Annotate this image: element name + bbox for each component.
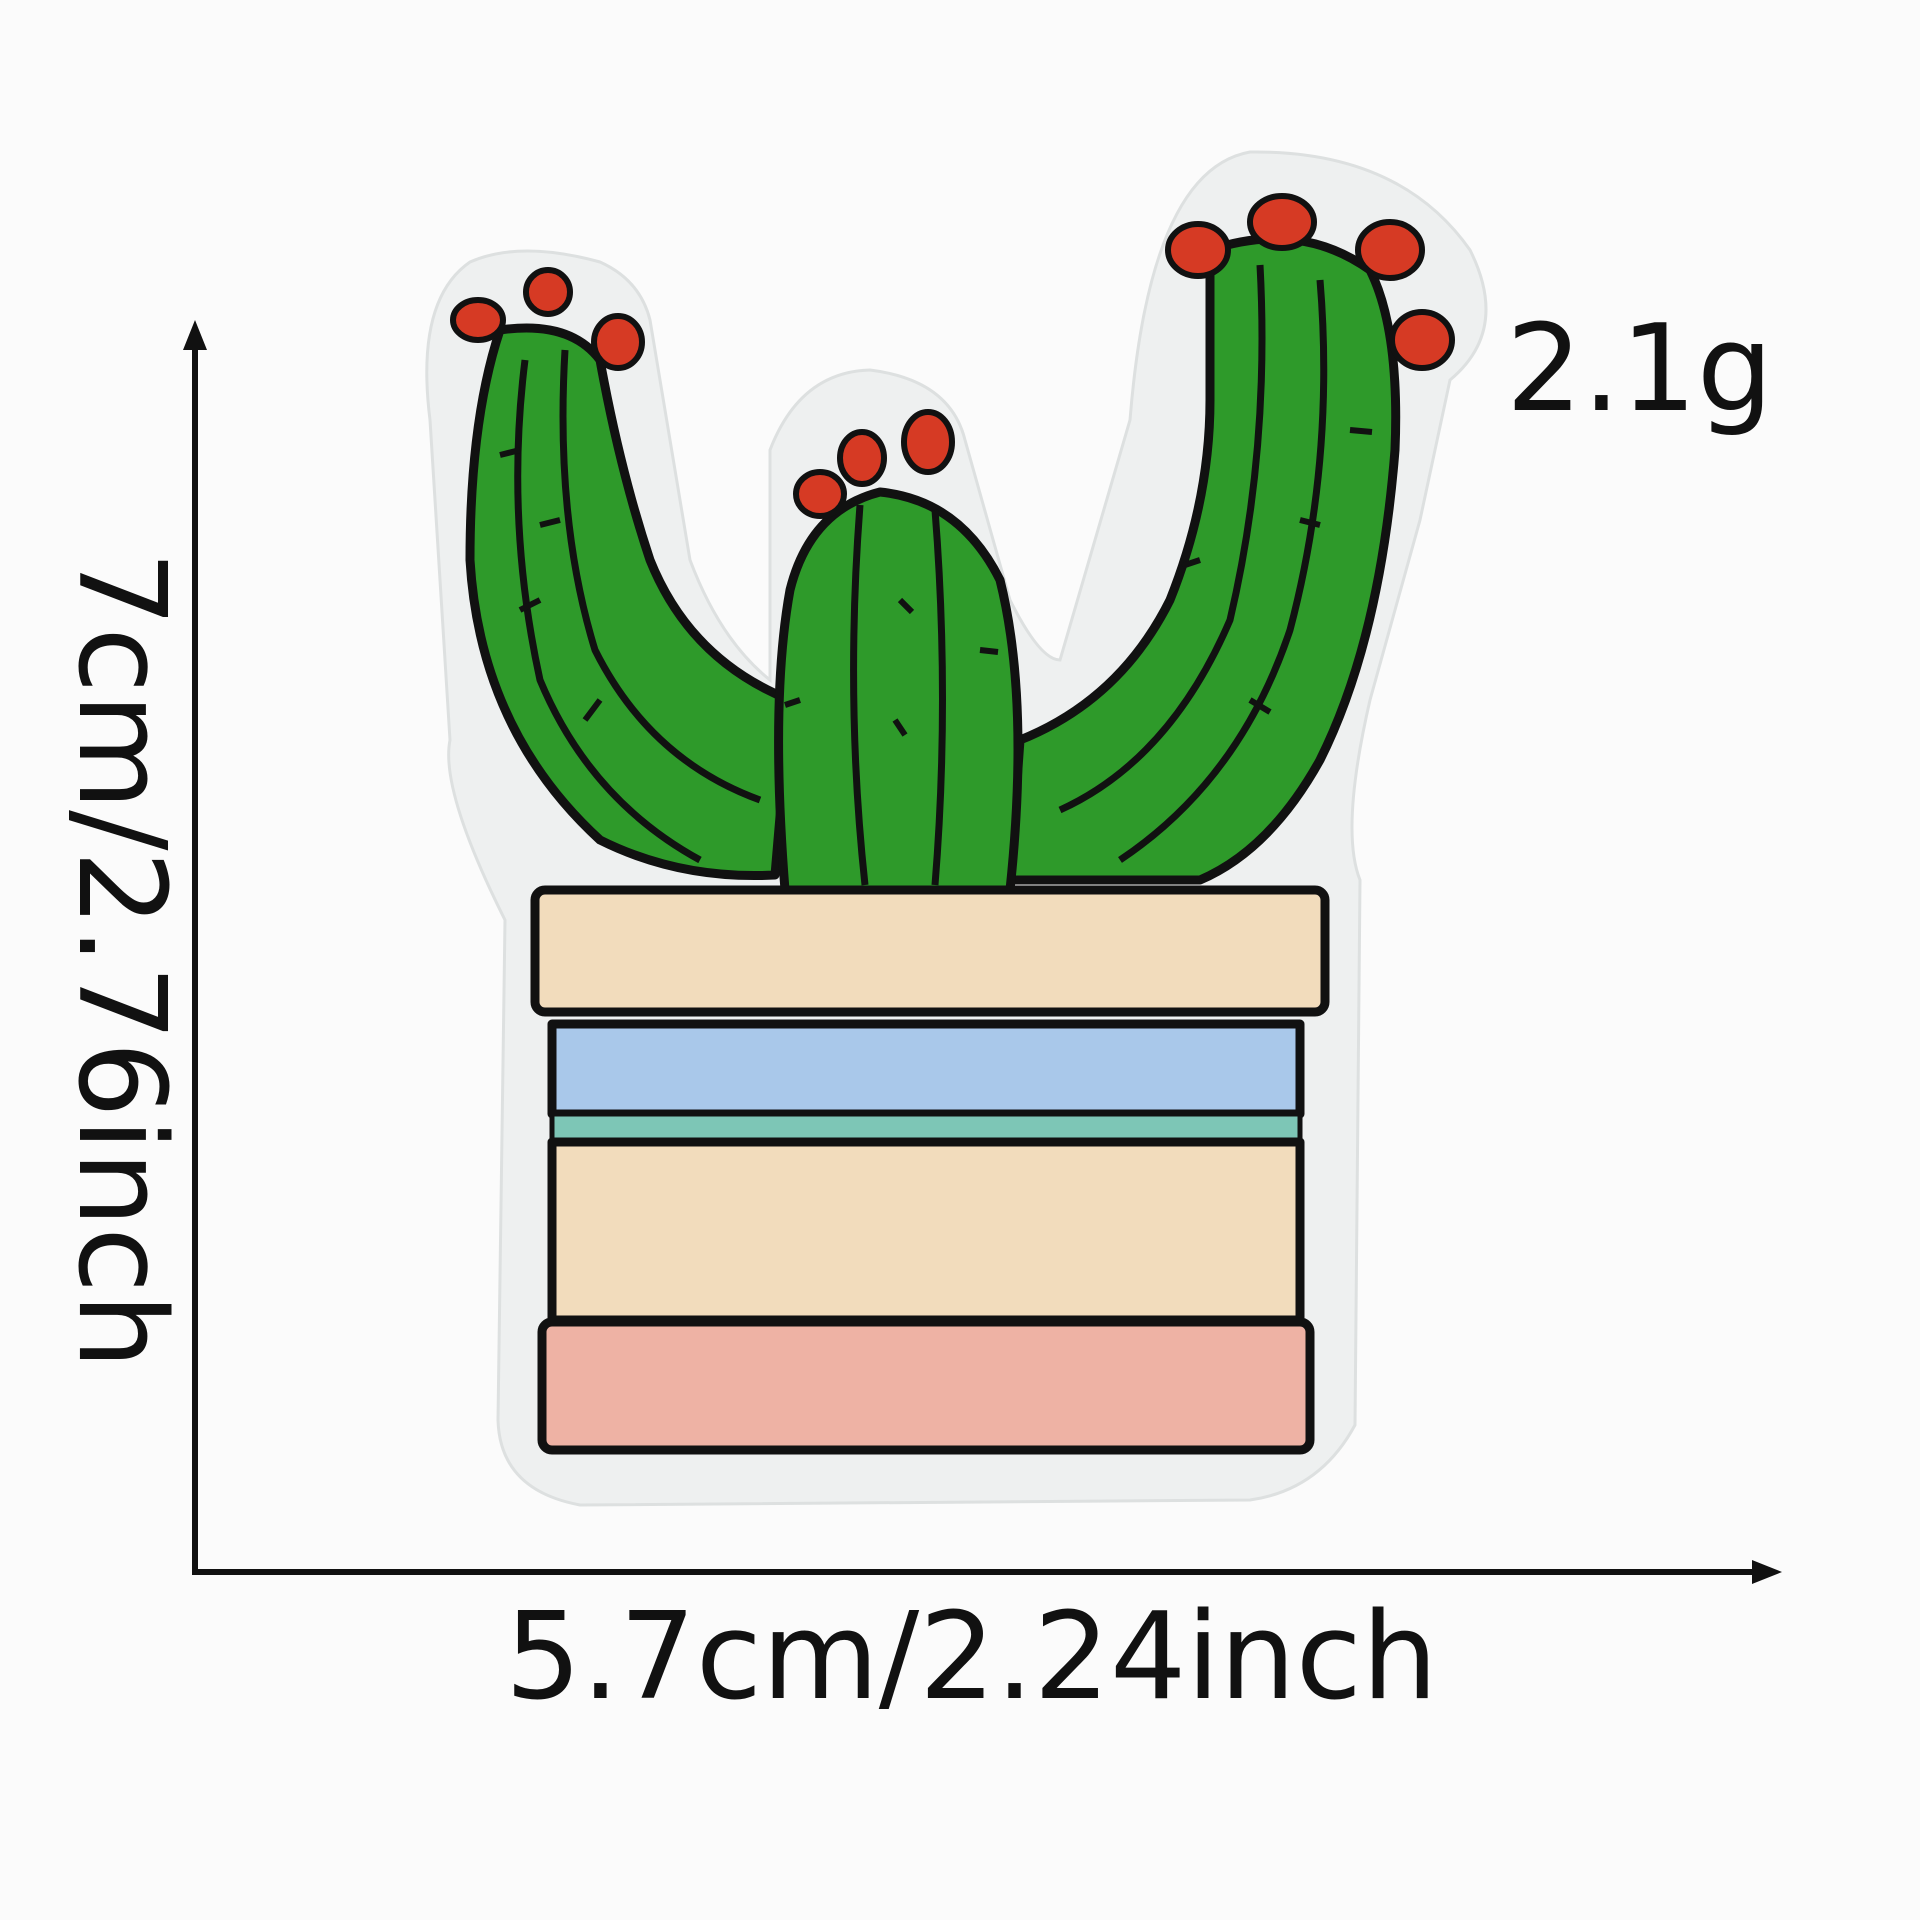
pot-rim	[530, 885, 1330, 1017]
width-dimension-label: 5.7cm/2.24inch	[505, 1588, 1438, 1727]
left-cactus-arm	[465, 323, 795, 881]
width-arrow-icon	[192, 1560, 1782, 1584]
weight-label: 2.1g	[1506, 300, 1774, 439]
height-dimension-label: 7cm/2.76inch	[51, 550, 190, 1370]
pot-blue-stripe	[547, 1019, 1305, 1119]
cactus-patch-icon	[425, 150, 1488, 1507]
pot-pink-band	[537, 1317, 1315, 1455]
pot-teal-stripe	[549, 1111, 1303, 1145]
center-cactus	[774, 487, 1023, 895]
flower-pot	[530, 885, 1330, 1455]
pot-beige-band	[547, 1137, 1305, 1325]
cactus-flowers	[450, 193, 1455, 519]
height-arrow-icon	[183, 320, 207, 1572]
